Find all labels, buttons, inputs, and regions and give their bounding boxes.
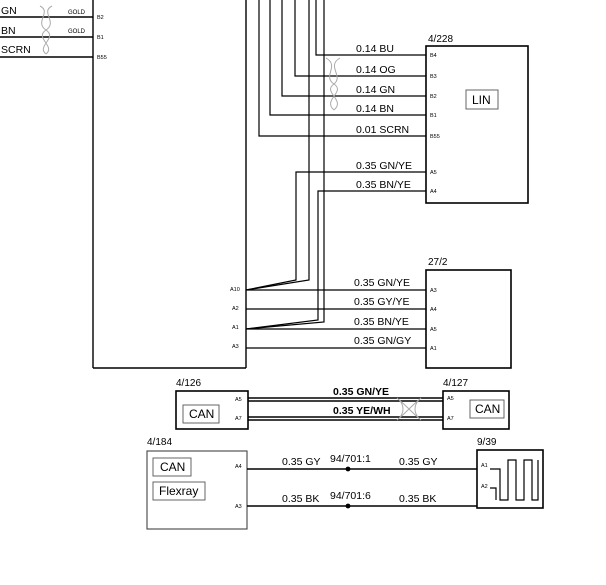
- can-tag: CAN: [475, 402, 500, 416]
- pin-label: B3: [430, 74, 437, 80]
- twisted-pair-mark: [325, 57, 341, 111]
- wire-label: 0.14 BN: [356, 103, 394, 115]
- pin-label: A4: [430, 189, 437, 195]
- splice-point: [345, 503, 351, 509]
- pin-label: A3: [430, 288, 437, 294]
- pin-label: A2: [481, 484, 488, 490]
- pin-label: A4: [235, 464, 242, 470]
- flexray-tag: Flexray: [159, 484, 198, 498]
- component-ref: 27/2: [428, 257, 448, 268]
- lin-wires: [245, 0, 426, 330]
- pin-label: B1: [430, 113, 437, 119]
- component-ref: 4/184: [147, 437, 172, 448]
- left-wire-label: BN: [1, 25, 16, 37]
- pin-label: A4: [430, 307, 437, 313]
- wire-label: 0.35 GN/YE: [356, 160, 412, 172]
- pin-label: A3: [235, 504, 242, 510]
- component-ref: 4/126: [176, 378, 201, 389]
- wire-label: 0.35 GY: [399, 456, 438, 468]
- wire-label: 0.01 SCRN: [356, 124, 409, 136]
- lin-tag: LIN: [472, 93, 491, 107]
- wire-label: 0.35 GN/YE: [333, 386, 389, 398]
- wire-label: 0.35 BK: [282, 493, 319, 505]
- lin-module: 4/228 LIN B4 B3 B2 B1 B55 A5 A4 0.14 BU …: [356, 34, 529, 204]
- left-partial-connector: GN BN SCRN GOLD GOLD B2 B1 B55: [0, 0, 107, 368]
- component-ref: 4/127: [443, 378, 468, 389]
- wire-label: 0.35 GN/YE: [354, 277, 410, 289]
- pin-label: A7: [235, 416, 242, 422]
- pin-label: A7: [447, 416, 454, 422]
- component-ref: 9/39: [477, 437, 497, 448]
- pin-label: B1: [97, 35, 104, 41]
- wire-label: 0.35 GY/YE: [354, 296, 409, 308]
- can-tag: CAN: [189, 407, 214, 421]
- main-connector-block: A10 A2 A1 A3: [93, 0, 247, 369]
- component-ref: 4/228: [428, 34, 453, 45]
- antenna-coil-icon: [490, 459, 539, 501]
- wire-label: 0.35 YE/WH: [333, 405, 391, 417]
- can-tag: CAN: [160, 460, 185, 474]
- pin-label: A3: [232, 344, 239, 350]
- pin-label: A5: [235, 397, 242, 403]
- splice-label: 94/701:6: [330, 490, 371, 502]
- wire-label: 0.35 BK: [399, 493, 436, 505]
- splice-point: [345, 466, 351, 472]
- wire-label: 0.14 BU: [356, 43, 394, 55]
- module-27-2: 27/2 A3 A4 A5 A1 0.35 GN/YE 0.35 GY/YE 0…: [246, 257, 512, 369]
- wire-label: 0.35 BN/YE: [354, 316, 409, 328]
- wire-label: 0.35 GY: [282, 456, 321, 468]
- wire-label: 0.35 GN/GY: [354, 335, 411, 347]
- pin-label: A1: [481, 463, 488, 469]
- pin-label: A5: [447, 396, 454, 402]
- wire-label: 0.14 OG: [356, 64, 396, 76]
- pin-label: A5: [430, 327, 437, 333]
- gold-label: GOLD: [68, 10, 86, 16]
- pin-label: A2: [232, 306, 239, 312]
- gold-label: GOLD: [68, 29, 86, 35]
- pin-label: B2: [97, 15, 104, 21]
- antenna-circuit: 4/184 CAN Flexray A4 A3 0.35 GY 94/701:1…: [146, 437, 544, 530]
- pin-label: A1: [430, 346, 437, 352]
- pin-label: B55: [97, 55, 107, 61]
- pin-label: A10: [230, 287, 240, 293]
- twisted-pair-mark: [39, 5, 53, 55]
- wire-label: 0.14 GN: [356, 84, 395, 96]
- splice-label: 94/701:1: [330, 453, 371, 465]
- pin-label: B55: [430, 134, 440, 140]
- wire-label: 0.35 BN/YE: [356, 179, 411, 191]
- pin-label: A5: [430, 170, 437, 176]
- pin-label: B4: [430, 53, 437, 59]
- pin-label: A1: [232, 325, 239, 331]
- left-wire-label: SCRN: [1, 44, 31, 56]
- twisted-pair-mark: [396, 397, 422, 421]
- left-wire-label: GN: [1, 5, 17, 17]
- pin-label: B2: [430, 94, 437, 100]
- can-link: 4/126 CAN A5 A7 4/127 CAN A5 A7 0.35 GN/…: [175, 378, 510, 430]
